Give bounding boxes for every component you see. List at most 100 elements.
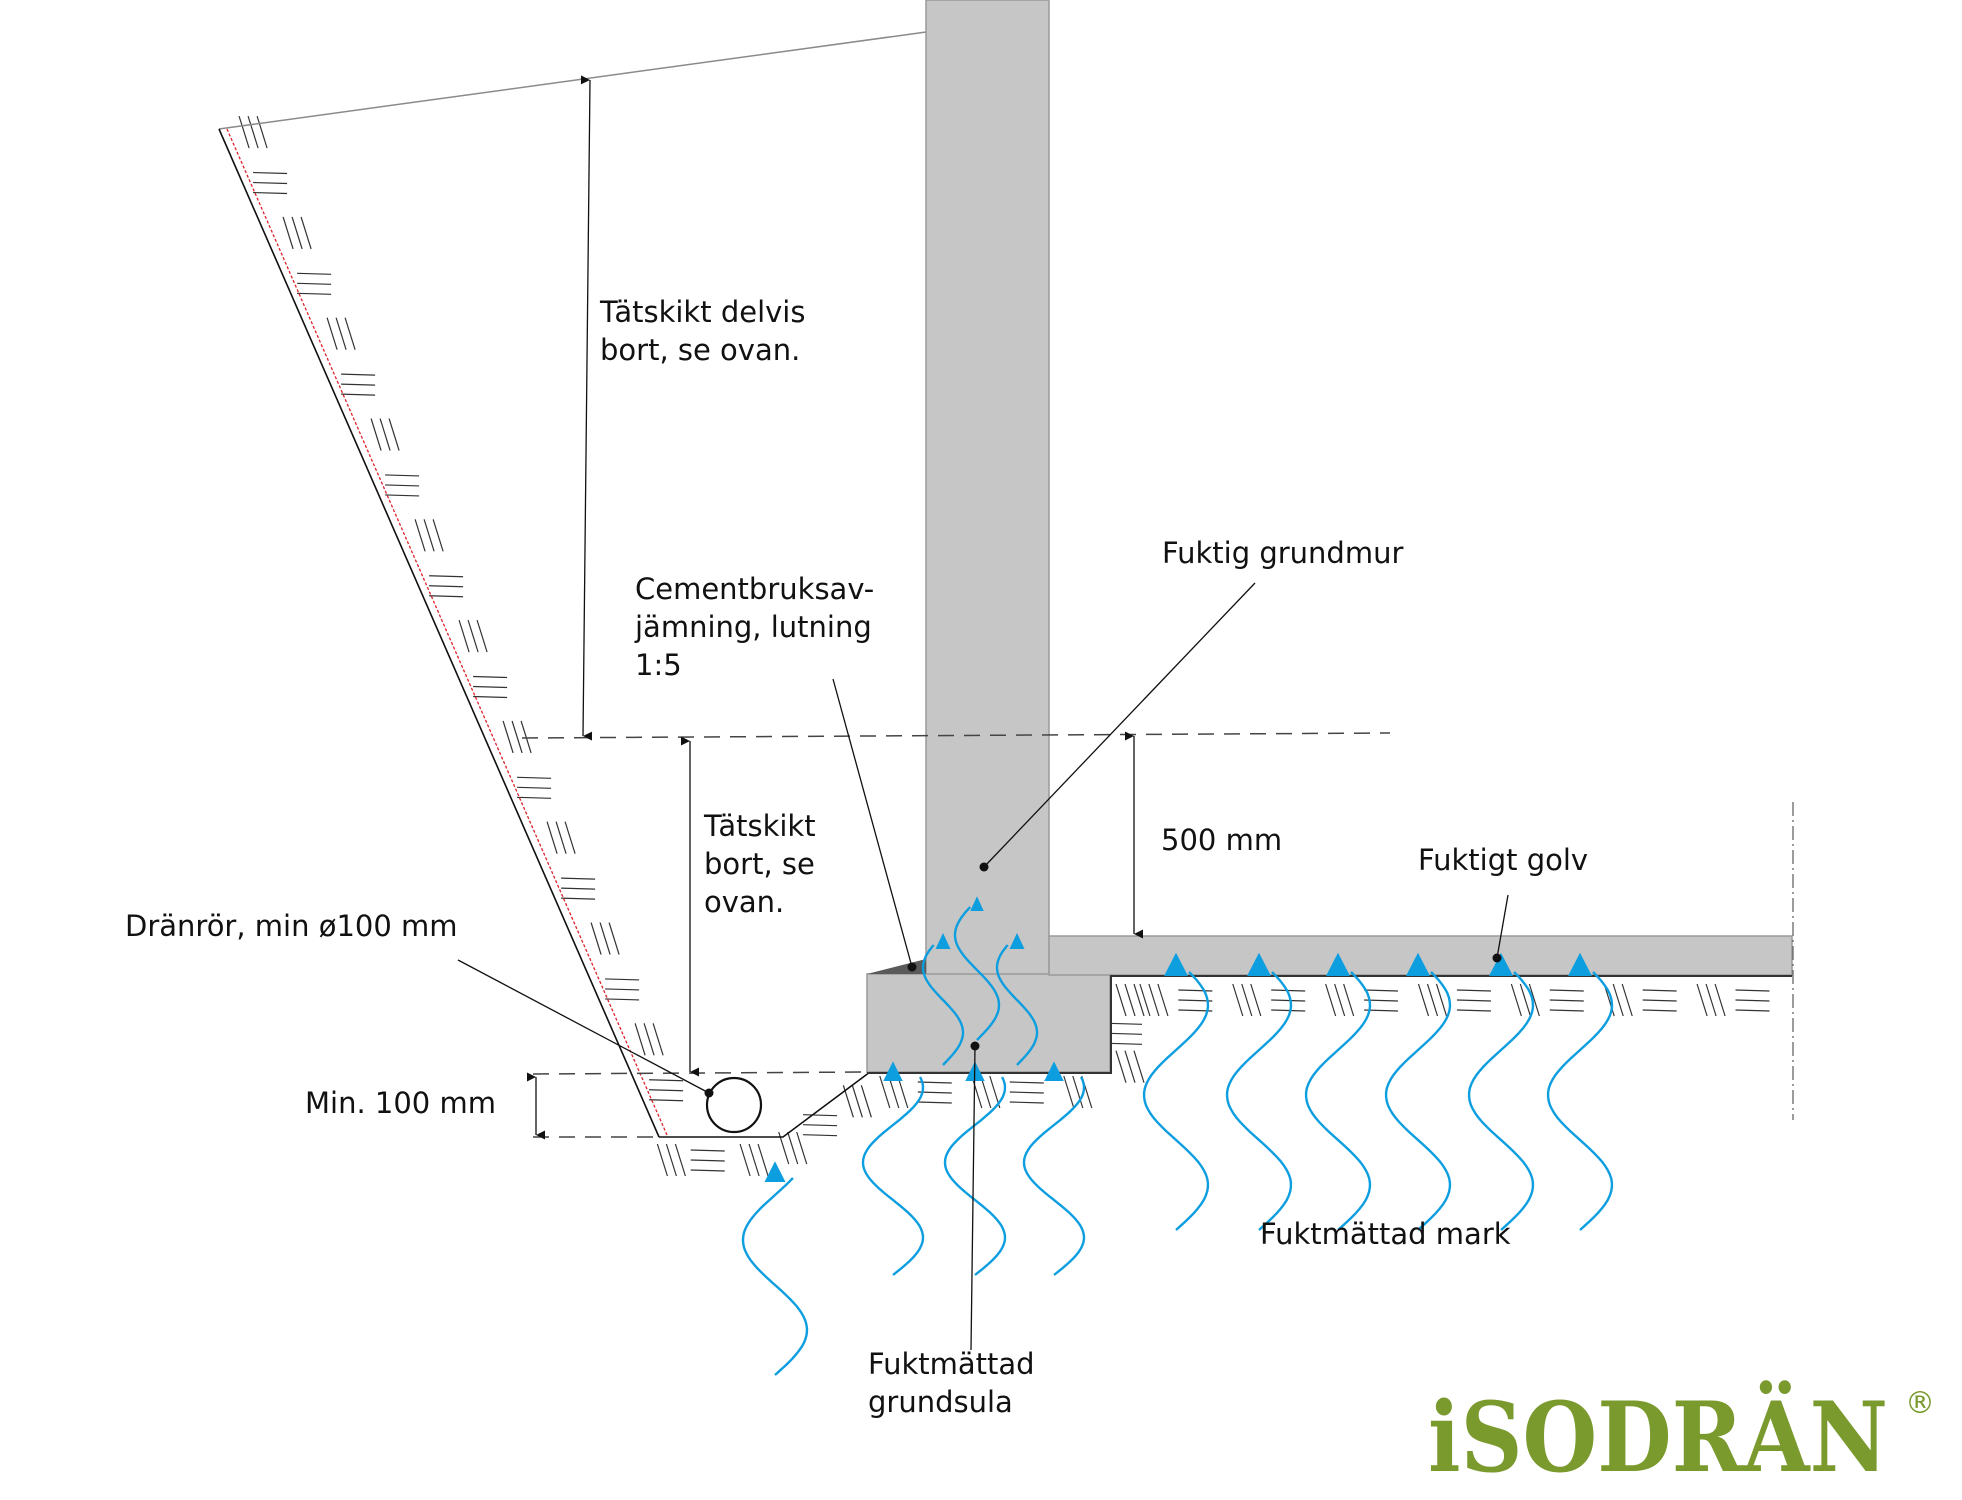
hatch-mark: [1009, 1091, 1044, 1094]
membrane-line: [226, 128, 668, 1136]
label-saturated-ground: Fuktmättad mark: [1260, 1217, 1511, 1251]
hatch-mark: [1435, 983, 1448, 1017]
hatch-mark: [1271, 999, 1306, 1002]
registered-mark-icon: ®: [1905, 1386, 1935, 1421]
hatch-mark: [297, 272, 332, 275]
ground-surface-line: [218, 31, 927, 130]
hatch-mark: [473, 685, 508, 689]
hatch-mark: [643, 1023, 655, 1056]
hatch-mark: [1364, 989, 1399, 992]
leader-dot-pipe: [704, 1088, 714, 1098]
wall-moisture-0-arrowhead-icon: [935, 933, 951, 949]
wall-moisture-0-wave: [921, 944, 965, 1066]
hatch-mark: [803, 1134, 838, 1137]
hatch-mark: [796, 1131, 808, 1165]
hatch-mark: [561, 877, 596, 880]
hatch-mark: [1456, 999, 1491, 1002]
leader-floor: [1496, 894, 1509, 959]
label-cement-leveling: Cementbruksav- jämning, lutning 1:5: [634, 572, 883, 682]
hatch-mark: [1456, 989, 1491, 992]
hatch-mark: [599, 922, 611, 955]
hatch-mark: [341, 373, 376, 376]
moisture-arrows: [741, 896, 1614, 1376]
hatch-mark: [253, 181, 288, 185]
hatch-mark: [1107, 1042, 1143, 1045]
floor-moisture-1-arrowhead-icon: [1247, 952, 1271, 976]
hatch-mark: [1133, 983, 1145, 1017]
hatch-mark: [379, 418, 391, 451]
hatch-mark: [608, 922, 620, 955]
floor-moisture-1-wave: [1225, 971, 1293, 1231]
hatch-mark: [1133, 1050, 1145, 1083]
hatch-mark: [1549, 1009, 1584, 1012]
hatch-mark: [1549, 989, 1584, 992]
hatch-mark: [690, 1149, 725, 1152]
leader-wall: [983, 582, 1256, 868]
hatch-mark: [1417, 983, 1430, 1017]
hatch-mark: [247, 115, 259, 149]
hatch-mark: [1642, 1009, 1677, 1012]
hatch-mark: [860, 1085, 872, 1118]
label-drain-pipe: Dränrör, min ø100 mm: [125, 909, 458, 943]
leader-dot-cement: [907, 962, 917, 972]
hatch-mark: [652, 1023, 664, 1056]
hatch-mark: [879, 1075, 891, 1109]
hatch-mark: [1115, 1050, 1127, 1083]
hatch-mark: [1735, 1009, 1770, 1012]
hatch-mark: [1343, 983, 1355, 1017]
leader-dot-footing: [970, 1041, 980, 1051]
foundation-wall: [925, 0, 1050, 976]
hatch-mark: [803, 1124, 838, 1127]
label-damp-wall: Fuktig grundmur: [1162, 536, 1403, 570]
label-min-100: Min. 100 mm: [305, 1086, 496, 1120]
hatch-mark: [1621, 983, 1633, 1017]
floor-moisture-3-wave: [1384, 971, 1452, 1231]
hatch-mark: [1072, 1075, 1084, 1109]
logo-text: iSODRÄN: [1428, 1381, 1888, 1494]
hatch-mark: [1705, 983, 1717, 1017]
footing-underside: [867, 976, 1112, 1074]
hatch-mark: [253, 171, 288, 175]
hatch-mark: [1612, 983, 1624, 1017]
hatch-mark: [803, 1114, 838, 1117]
hatch-mark: [1148, 983, 1160, 1017]
footing-moisture-1-wave: [943, 1076, 1007, 1276]
wall-moisture-1-arrowhead-icon: [970, 896, 984, 911]
hatch-mark: [370, 418, 382, 451]
leader-footing: [970, 1045, 976, 1351]
hatch-mark: [1528, 983, 1540, 1017]
leader-cement: [832, 678, 913, 968]
wall-moisture-1-wave: [953, 906, 1001, 1041]
isodran-logo: iSODRÄN ®: [1428, 1381, 1935, 1494]
hatch-mark: [341, 393, 376, 396]
hatch-mark: [605, 988, 640, 991]
hatch-mark: [851, 1085, 863, 1118]
hatch-mark: [335, 317, 347, 350]
hatch-mark: [1107, 1032, 1143, 1035]
floor-moisture-5-wave: [1546, 971, 1614, 1231]
hatch-mark: [665, 1143, 677, 1177]
hatch-mark: [300, 216, 312, 250]
hatch-mark: [739, 1143, 751, 1177]
hatch-mark: [414, 519, 426, 552]
hatch-mark: [917, 1101, 952, 1104]
hatch-mark: [674, 1143, 686, 1177]
hatch-mark: [1642, 999, 1677, 1002]
leader-pipe: [457, 959, 710, 1094]
hatch-mark: [429, 595, 464, 598]
hatch-mark: [634, 1023, 646, 1056]
hatch-mark: [1519, 983, 1531, 1017]
hatch-mark: [326, 317, 338, 350]
hatch-mark: [605, 998, 640, 1001]
hatch-mark: [520, 720, 532, 754]
hatch-mark: [757, 1143, 769, 1177]
label-membrane-removed: Tätskikt bort, se ovan.: [703, 809, 825, 919]
reference-line-500: [521, 732, 1391, 739]
hatch-mark: [1139, 983, 1151, 1017]
hatch-mark: [1115, 983, 1127, 1017]
hatch-mark: [690, 1169, 725, 1172]
hatch-mark: [1178, 989, 1213, 992]
hatch-mark: [1325, 983, 1337, 1017]
hatch-mark: [1426, 983, 1439, 1017]
